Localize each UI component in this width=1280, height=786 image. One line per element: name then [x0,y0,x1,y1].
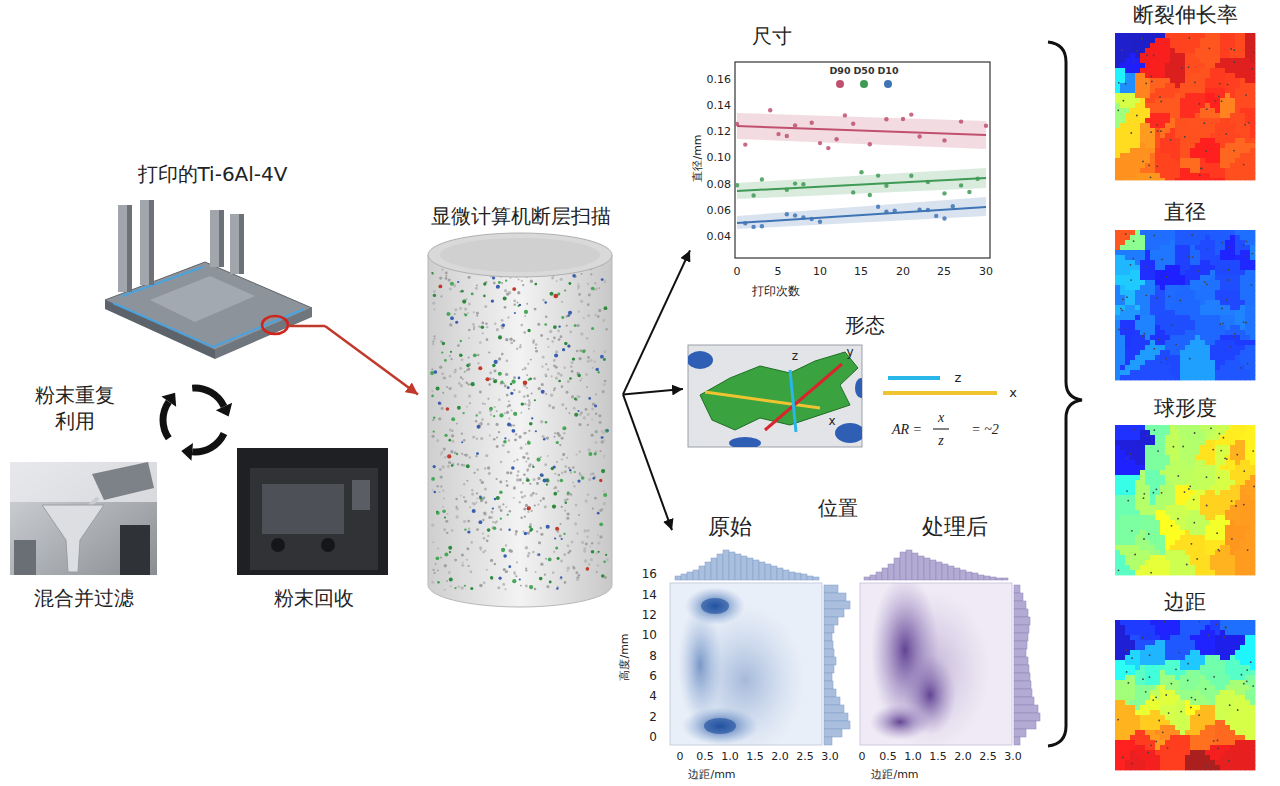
figure-page: 打印的Ti-6Al-4V混合并过滤粉末回收显微计算机断层扫描尺寸形态位置原始处理… [0,0,1280,786]
